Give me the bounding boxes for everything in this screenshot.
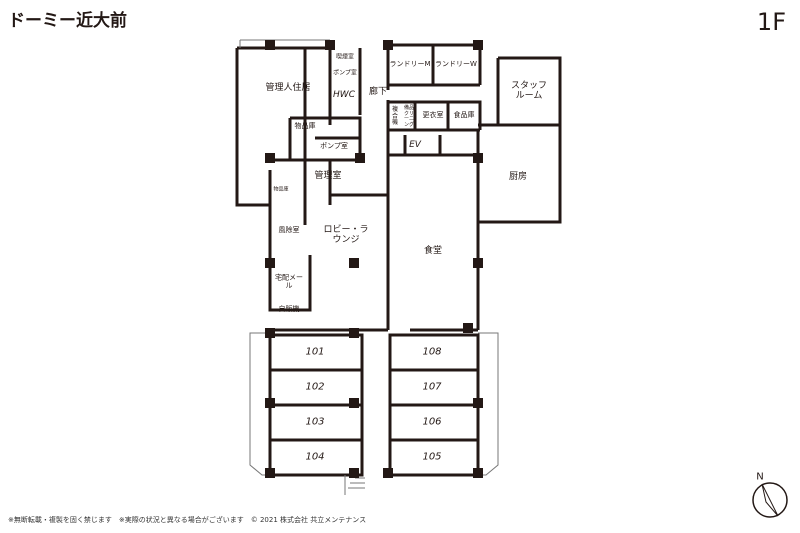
unit-101: 101 <box>305 346 325 358</box>
room-laundry-w: ランドリーW <box>435 60 477 69</box>
unit-108: 108 <box>422 346 442 358</box>
room-staff: スタッフルーム <box>510 81 547 101</box>
footer-disclaimer: ※無断転載・複製を固く禁じます ※実際の状況と異なる場合がございます © 202… <box>8 516 367 524</box>
compass-north-label: N <box>756 471 764 483</box>
room-wind: 風除室 <box>278 226 300 235</box>
room-laundry-m: ランドリーM <box>389 60 431 69</box>
floor-label: 1F <box>756 8 786 36</box>
room-pump-small: ポンプ室 <box>333 69 357 77</box>
room-hwc: HWC <box>333 90 355 101</box>
room-smoking: 喫煙室 <box>335 53 355 61</box>
room-changing: 更衣室 <box>422 111 444 120</box>
room-storage: 物品庫 <box>294 122 316 131</box>
room-dining: 食堂 <box>423 246 443 257</box>
room-lobby: ロビー・ラウンジ <box>323 225 369 245</box>
columns <box>265 40 483 478</box>
room-storage-small: 物品庫 <box>273 186 289 193</box>
property-title: ドーミー近大前 <box>8 11 127 31</box>
compass <box>752 482 788 518</box>
room-delivery: 宅配メール <box>275 273 303 289</box>
unit-104: 104 <box>305 451 325 463</box>
room-pump: ポンプ室 <box>320 142 348 151</box>
balconies <box>239 39 499 495</box>
room-cleaning: 備品クリーニング <box>404 105 415 128</box>
room-manager-residence: 管理人住居 <box>265 83 311 94</box>
room-kitchen: 厨房 <box>508 172 528 183</box>
corridor-label: 廊下 <box>368 87 388 98</box>
unit-106: 106 <box>422 416 442 428</box>
elevator: EV <box>409 140 421 151</box>
unit-102: 102 <box>305 381 325 393</box>
vending-machine: 自販機 <box>278 305 300 314</box>
unit-105: 105 <box>422 451 442 463</box>
room-food-storage: 食品庫 <box>453 111 475 120</box>
room-copier: 複合機 <box>391 106 398 127</box>
unit-103: 103 <box>305 416 325 428</box>
room-office: 管理室 <box>314 171 342 182</box>
unit-107: 107 <box>422 381 442 393</box>
